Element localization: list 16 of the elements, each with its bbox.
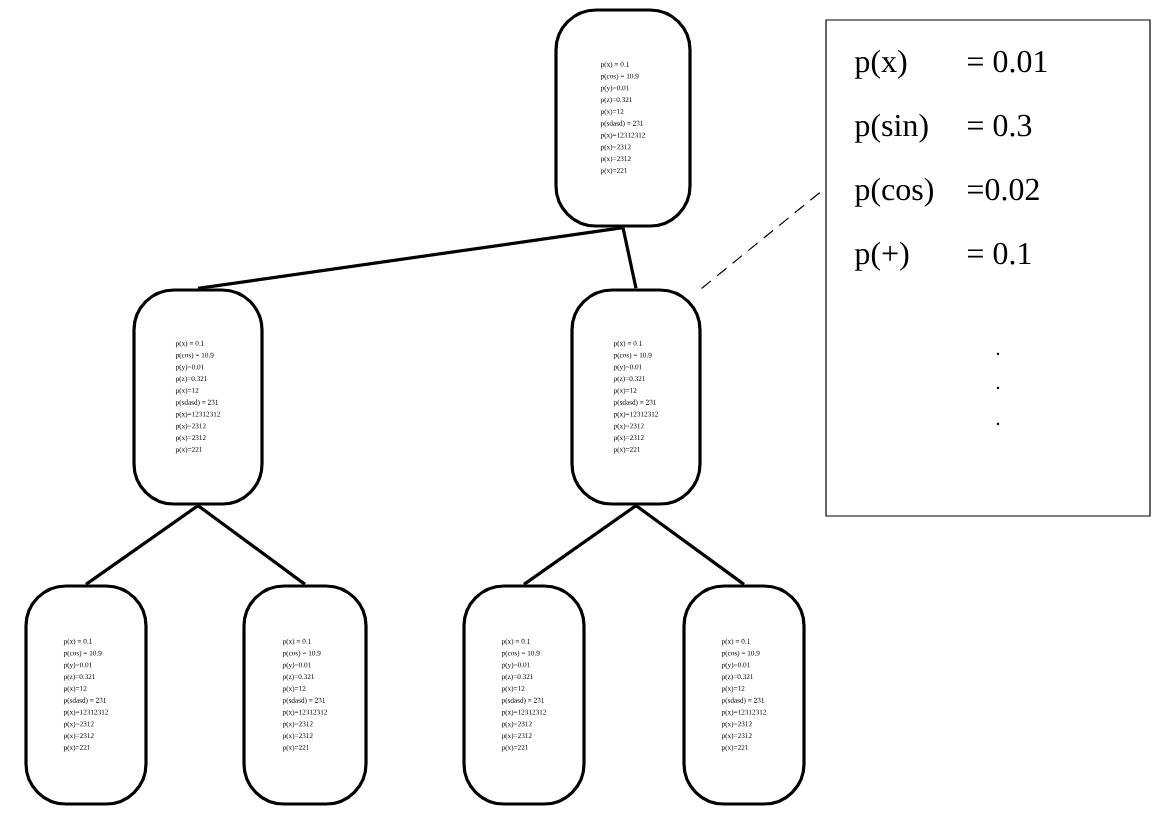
legend-box <box>825 19 1151 517</box>
probability-label: p(cos) <box>854 177 933 207</box>
probability-value: =0.02 <box>968 178 1039 201</box>
leader-line <box>701 187 826 289</box>
connector-line <box>197 504 306 586</box>
probability-value: = 0.3 <box>968 114 1032 137</box>
probability-value: = 0.01 <box>968 50 1047 73</box>
probability-label: p(sin) <box>854 113 928 143</box>
connector-line <box>621 227 638 289</box>
connector-line <box>197 226 624 290</box>
connector-line <box>523 504 637 586</box>
connector-line <box>85 504 199 586</box>
probability-label: p(x) <box>854 49 907 79</box>
probability-value: = 0.1 <box>968 242 1031 265</box>
connector-line <box>635 504 745 586</box>
probability-label: p(+) <box>854 241 909 271</box>
